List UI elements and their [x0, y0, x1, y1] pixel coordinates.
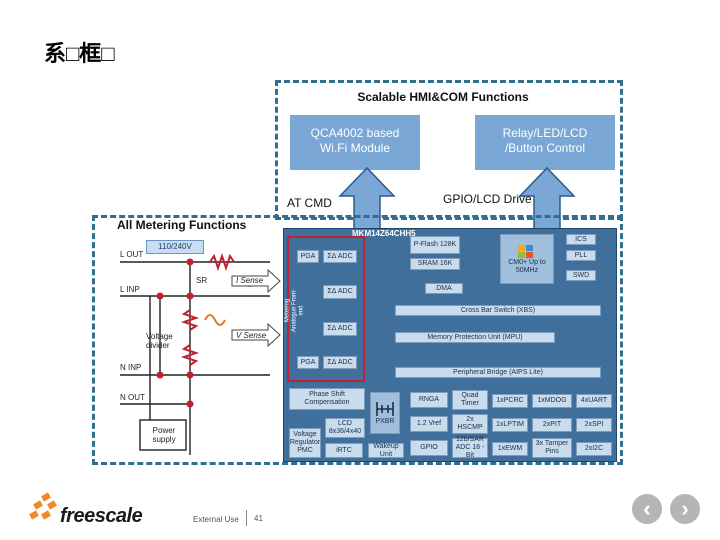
relay-module: Relay/LED/LCD /Button Control — [475, 115, 615, 170]
voltage-divider-label: Voltage divider — [146, 332, 173, 350]
power-supply-box — [139, 419, 187, 451]
flash: P-Flash 128K — [410, 236, 460, 254]
freescale-logo-icon — [29, 492, 57, 520]
wifi-module: QCA4002 based Wi.Fi Module — [290, 115, 420, 170]
xbarc: 1xPCRC — [492, 394, 528, 408]
pxbr-switch-icon — [376, 402, 394, 416]
n-out-label: N OUT — [120, 393, 145, 402]
v-sense-arrow — [231, 322, 281, 348]
adc-3: ΣΔ ADC — [323, 322, 357, 336]
next-slide-button[interactable]: › — [670, 494, 700, 524]
ics: ICS — [566, 234, 596, 245]
pll: PLL — [566, 250, 596, 261]
brand-wordmark: freescale — [60, 505, 143, 527]
xbs: Cross Bar Switch (XBS) — [395, 305, 601, 316]
l-out-label: L OUT — [120, 250, 144, 259]
swd: SWD — [566, 270, 596, 281]
pit: 2xPIT — [532, 418, 572, 432]
voltage-badge: 110/240V — [146, 240, 204, 254]
divider-resistor-top — [180, 309, 200, 331]
dma: DMA — [425, 283, 463, 294]
prev-slide-button[interactable]: ‹ — [632, 494, 662, 524]
bridge: Peripheral Bridge (AIPS Lite) — [395, 367, 601, 378]
irtc: iRTC — [325, 443, 363, 458]
page-number: 41 — [254, 514, 263, 523]
hmi-title: Scalable HMI&COM Functions — [357, 90, 529, 104]
pga-1: PGA — [297, 250, 319, 263]
gpio-drive-label: GPIO/LCD Drive — [443, 192, 532, 206]
hscmp: 2x HSCMP — [452, 414, 488, 434]
divider-resistor-bottom — [180, 344, 200, 366]
phase-shift: Phase Shift Compensation — [289, 388, 365, 410]
vref: 1.2 Vref — [410, 416, 448, 432]
ewm: 1xEWM — [492, 442, 528, 456]
arm-logo-icon — [518, 245, 533, 258]
v-sense-label: V Sense — [236, 331, 267, 340]
afe-label: Metering Analogue Front-end — [284, 288, 305, 333]
node-5 — [156, 371, 164, 379]
classification-label: External Use — [193, 515, 239, 524]
sar-adc: 12b/SAR ADC 16 - Bit — [452, 436, 488, 459]
vreg: Voltage Regulator PMC — [289, 428, 321, 458]
tamper: 3x Tamper Pins — [532, 438, 572, 458]
relay-module-label: Relay/LED/LCD /Button Control — [502, 126, 588, 155]
sram: SRAM 16K — [410, 258, 460, 270]
core-label: CM0+ Up to 50MHz — [508, 259, 546, 274]
node-4 — [186, 371, 194, 379]
spi: 2xSPI — [576, 418, 612, 432]
pga-2: PGA — [297, 356, 319, 369]
n-inp-label: N INP — [120, 363, 142, 372]
mcu-label: MKM14Z64CHH5 — [352, 229, 416, 238]
quad-timer: Quad Timer — [452, 390, 488, 410]
i2c: 2xI2C — [576, 442, 612, 456]
cm0-core: CM0+ Up to 50MHz — [500, 234, 554, 284]
shunt-resistor — [209, 252, 235, 272]
wifi-module-label: QCA4002 based Wi.Fi Module — [310, 126, 400, 155]
adc-4: ΣΔ ADC — [323, 356, 357, 369]
wakeup: Wakeup Unit — [368, 443, 404, 458]
at-cmd-label: AT CMD — [287, 196, 332, 210]
sr-label: SR — [196, 276, 208, 285]
power-supply-label: Power supply — [152, 426, 176, 444]
i-sense-arrow — [231, 268, 281, 294]
afe-box — [287, 236, 365, 382]
uart: 4xUART — [576, 394, 612, 408]
hmi-region — [275, 80, 623, 220]
voltage-wave — [204, 314, 226, 326]
pxbr: PXBR — [370, 392, 400, 434]
node-1 — [186, 258, 194, 266]
lptim: 1xLPTIM — [492, 418, 528, 432]
i-sense-label: I Sense — [236, 276, 264, 285]
metering-region — [92, 215, 623, 465]
lcd: LCD 8x36/4x40 — [325, 418, 365, 438]
rnga: RNGA — [410, 392, 448, 408]
metering-title: All Metering Functions — [115, 218, 249, 232]
node-2 — [186, 292, 194, 300]
voltage-badge-text: 110/240V — [158, 242, 192, 251]
page-title: 系□框□ — [44, 41, 115, 66]
node-3 — [156, 292, 164, 300]
adc-1: ΣΔ ADC — [323, 250, 357, 263]
gpio: GPIO — [410, 440, 448, 456]
node-6 — [186, 400, 194, 408]
l-inp-label: L INP — [120, 285, 140, 294]
pxbr-label: PXBR — [375, 418, 395, 425]
footer-divider — [246, 510, 247, 526]
mdog: 1xMDOG — [532, 394, 572, 408]
mpu: Memory Protection Unit (MPU) — [395, 332, 555, 343]
adc-2: ΣΔ ADC — [323, 285, 357, 299]
